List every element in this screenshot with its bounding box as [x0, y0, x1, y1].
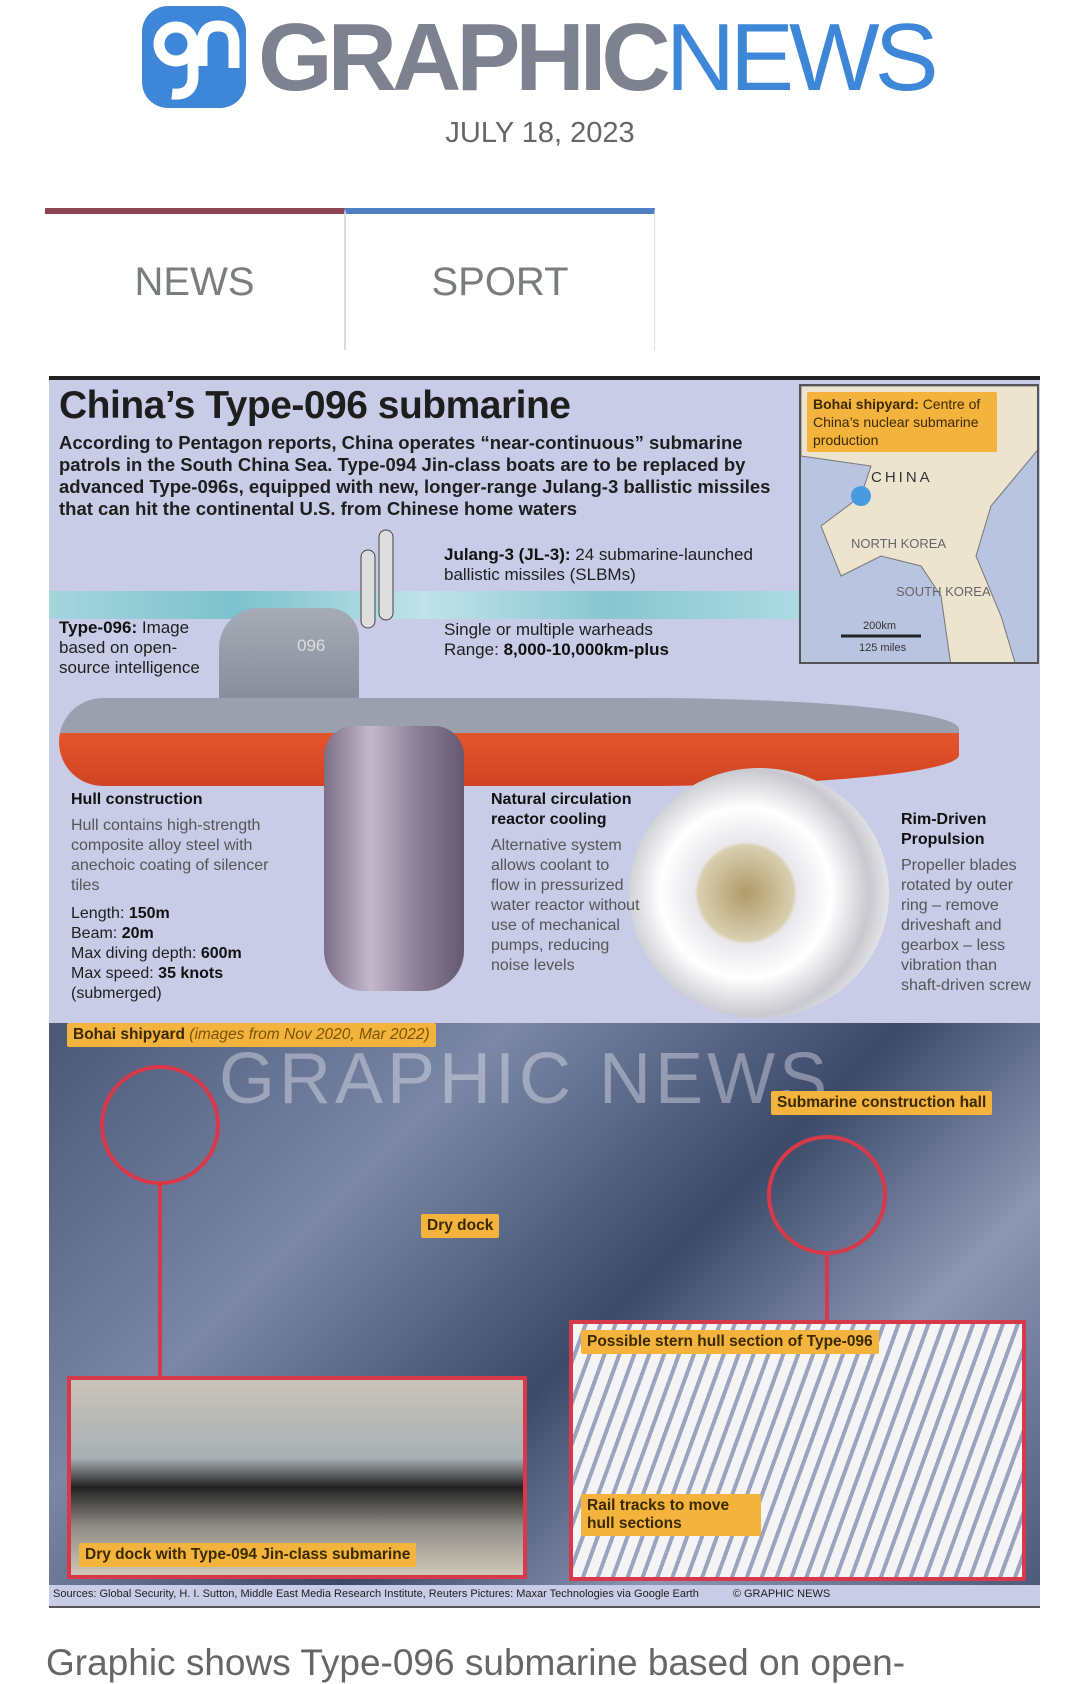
map-label-china: CHINA [871, 469, 933, 486]
logo-text-news: NEWS [665, 4, 939, 111]
reactor-illustration [324, 726, 464, 991]
submarine-hull [59, 698, 959, 786]
tab-news[interactable]: NEWS [45, 208, 345, 350]
bohai-callout: Bohai shipyard: Centre of China’s nuclea… [807, 392, 997, 452]
logo-wordmark[interactable]: GRAPHICNEWS [258, 10, 939, 106]
sources-line: Sources: Global Security, H. I. Sutton, … [53, 1588, 831, 1600]
tab-news-label: NEWS [134, 259, 255, 304]
tab-sport[interactable]: SPORT [345, 208, 655, 350]
infographic-title: China’s Type-096 submarine [59, 384, 571, 427]
map-scale-miles: 125 miles [859, 642, 907, 654]
locator-map: Bohai shipyard: Centre of China’s nuclea… [799, 384, 1039, 664]
sail-number: 096 [297, 636, 326, 655]
hull-construction: Hull construction Hull contains high-str… [71, 791, 269, 1002]
logo-text-graphic: GRAPHIC [258, 4, 671, 111]
bohai-shipyard-title: Bohai shipyard (images from Nov 2020, Ma… [67, 1023, 436, 1047]
inset-dry-dock: Dry dock with Type-094 Jin-class submari… [67, 1376, 527, 1579]
infographic: China’s Type-096 submarine According to … [49, 376, 1040, 1608]
highlight-circle-right [767, 1135, 887, 1255]
inset-left-caption: Dry dock with Type-094 Jin-class submari… [79, 1543, 417, 1567]
article-caption: Graphic shows Type-096 submarine based o… [46, 1642, 906, 1683]
connector-left [158, 1183, 162, 1378]
map-scale-km: 200km [863, 620, 897, 632]
inset-right-caption-top: Possible stern hull section of Type-096 [581, 1330, 879, 1354]
sea-surface [49, 591, 799, 619]
bohai-marker [851, 486, 871, 506]
infographic-intro: According to Pentagon reports, China ope… [59, 432, 771, 519]
julang-label: Julang-3 (JL-3): 24 submarine-launched b… [444, 545, 753, 584]
submarine-sail: 096 [219, 608, 359, 703]
map-label-north-korea: NORTH KOREA [851, 536, 947, 551]
missile-icon [360, 529, 394, 629]
date: JULY 18, 2023 [445, 117, 635, 149]
connector-right [825, 1253, 829, 1321]
gn-logo-icon[interactable] [142, 6, 246, 108]
type096-label: Type-096: Image based on open-source int… [59, 618, 200, 677]
satellite-image: GRAPHIC NEWS Bohai shipyard (images from… [49, 1023, 1040, 1585]
map-land [801, 386, 1037, 662]
tab-sport-label: SPORT [431, 259, 569, 304]
dry-dock-label: Dry dock [421, 1214, 500, 1238]
map-label-south-korea: SOUTH KOREA [896, 584, 991, 599]
inset-stern-section: Possible stern hull section of Type-096 … [569, 1320, 1026, 1581]
watermark: GRAPHIC NEWS [219, 1039, 832, 1119]
propeller-illustration [629, 768, 889, 1018]
highlight-circle-left [100, 1065, 220, 1185]
inset-right-caption-bottom: Rail tracks to move hull sections [581, 1494, 761, 1536]
construction-hall-label: Submarine construction hall [771, 1091, 993, 1115]
